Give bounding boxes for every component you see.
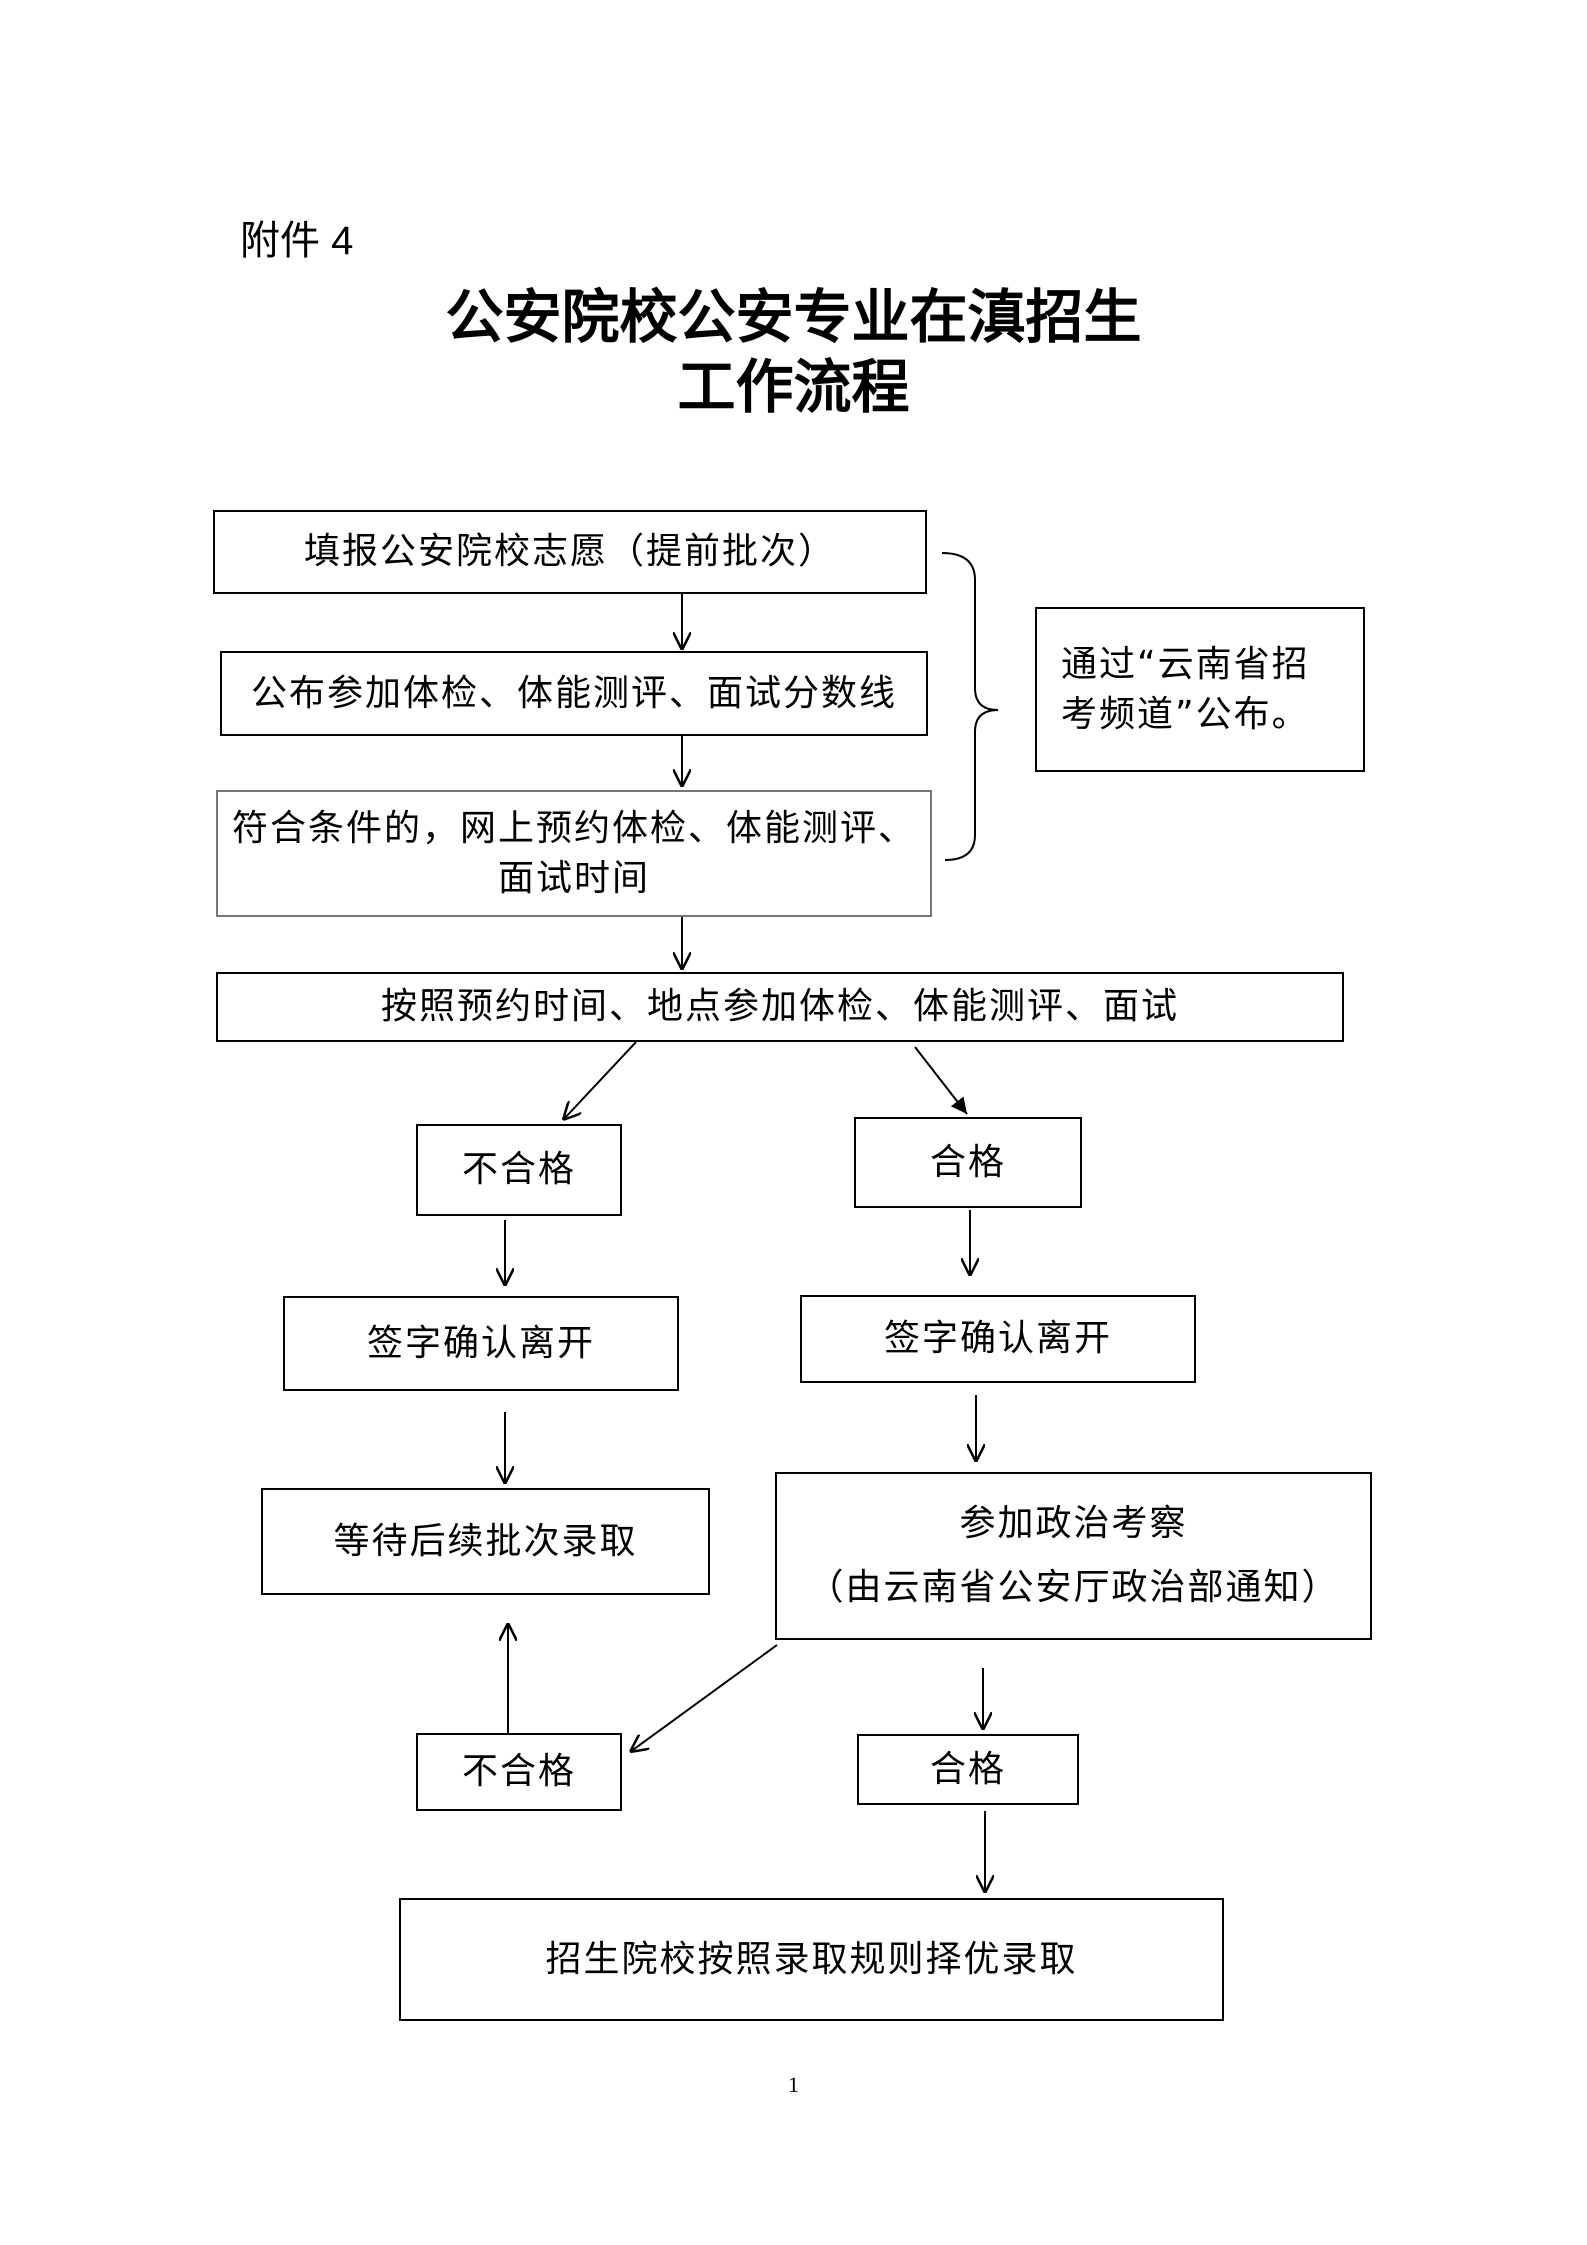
note-line1: 通过“云南省招 [1061,643,1310,685]
note-publish-channel: 通过“云南省招 考频道”公布。 [1035,607,1365,772]
step-pass-1: 合格 [854,1117,1082,1208]
step-political-review-line1: 参加政治考察 [959,1503,1188,1544]
arrow-attend-to-fail1 [563,1041,637,1120]
step-wait-later-batch: 等待后续批次录取 [261,1488,710,1595]
step-final-admission: 招生院校按照录取规则择优录取 [399,1898,1224,2021]
step-book-online: 符合条件的，网上预约体检、体能测评、 面试时间 [216,790,932,917]
page-title-line1: 公安院校公安专业在滇招生 [445,283,1142,351]
brace-connector [941,552,999,861]
step-sign-leave-right: 签字确认离开 [800,1295,1196,1383]
step-fail-1: 不合格 [416,1124,622,1216]
step-political-review: 参加政治考察 （由云南省公安厅政治部通知） [775,1472,1372,1640]
step-book-online-line2: 面试时间 [497,857,650,899]
step-attend-tests: 按照预约时间、地点参加体检、体能测评、面试 [216,972,1344,1042]
step-political-review-line2: （由云南省公安厅政治部通知） [807,1567,1340,1608]
page-title-line2: 工作流程 [677,353,910,421]
step-book-online-line1: 符合条件的，网上预约体检、体能测评、 [231,807,916,849]
attachment-label: 附件 4 [240,219,354,263]
step-sign-leave-left: 签字确认离开 [283,1296,679,1391]
arrow-attend-to-pass1 [914,1046,968,1115]
note-line2: 考频道”公布。 [1061,693,1310,735]
step-publish-scores: 公布参加体检、体能测评、面试分数线 [220,651,928,736]
arrow-political-to-fail2 [630,1644,778,1752]
step-fail-2: 不合格 [416,1733,622,1811]
step-pass-2: 合格 [857,1734,1079,1805]
step-fill-volunteer: 填报公安院校志愿（提前批次） [213,510,927,594]
page-number: 1 [788,2072,799,2097]
